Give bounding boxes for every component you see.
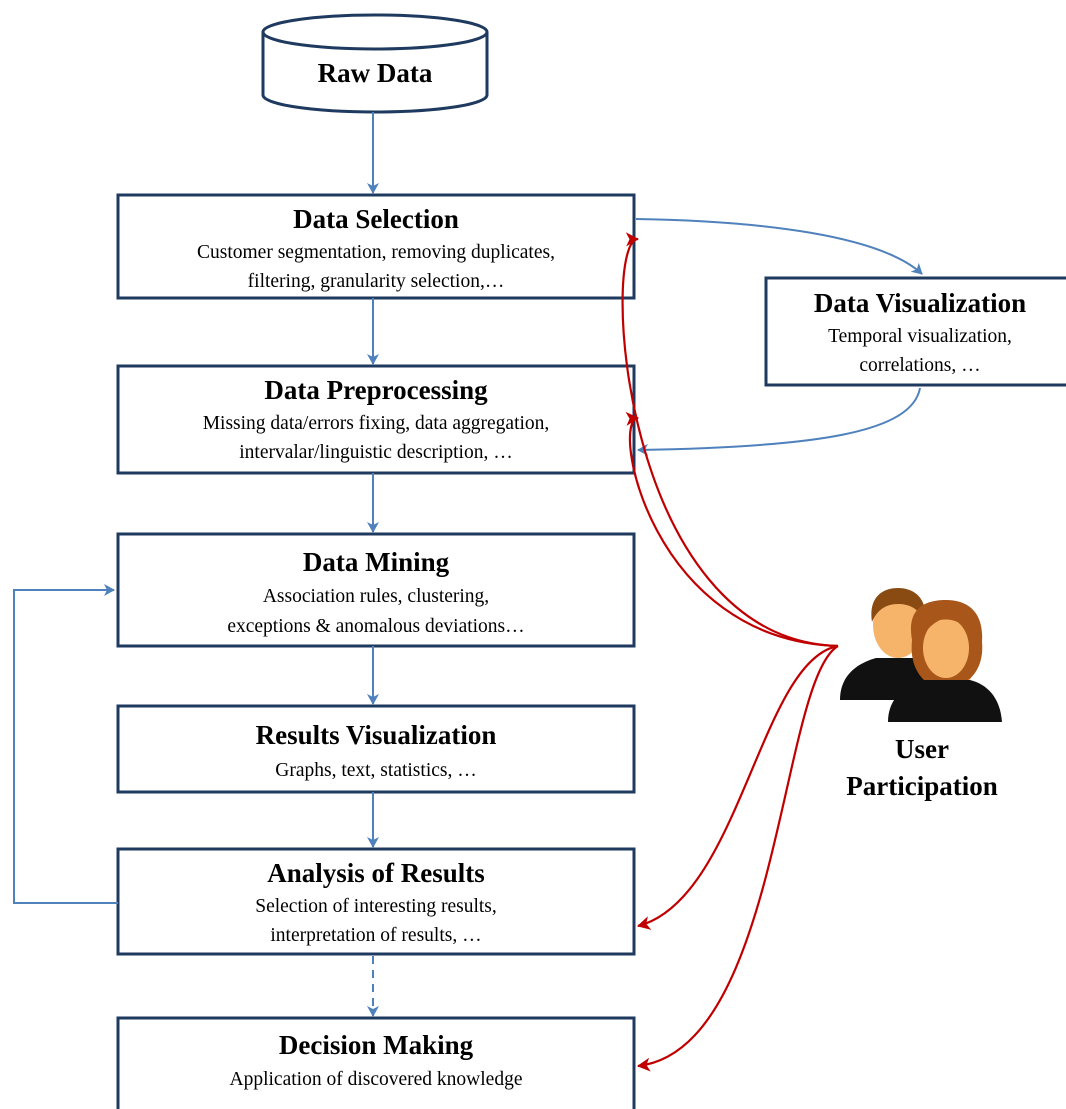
step-title: Analysis of Results — [267, 858, 485, 888]
step-data-selection: Data Selection Customer segmentation, re… — [116, 193, 636, 300]
step-description: Graphs, text, statistics, … — [275, 760, 476, 781]
user-label-line1: User — [895, 734, 949, 764]
user-arrow-data-preprocessing — [625, 411, 839, 648]
step-description: intervalar/linguistic description, … — [239, 442, 512, 463]
step-data-preprocessing: Data Preprocessing Missing data/errors f… — [116, 364, 636, 475]
user-label-line2: Participation — [846, 771, 997, 801]
step-title: Data Selection — [293, 204, 459, 234]
selection-to-visualization-arrow — [635, 218, 923, 275]
step-results-visualization: Results Visualization Graphs, text, stat… — [116, 704, 636, 794]
user-participation-arrows — [621, 232, 839, 1072]
raw-data-label: Raw Data — [318, 58, 433, 88]
step-title: Data Preprocessing — [264, 375, 488, 405]
side-box-data-visualization: Data Visualization Temporal visualizatio… — [764, 276, 1066, 387]
step-description: Selection of interesting results, — [255, 896, 497, 917]
step-title: Data Mining — [303, 547, 450, 577]
feedback-loop-arrow — [13, 584, 118, 904]
step-title: Results Visualization — [256, 720, 497, 750]
step-decision-making: Decision Making Application of discovere… — [116, 1016, 636, 1109]
user-arrow-analysis-of-results — [637, 644, 839, 930]
step-description: Application of discovered knowledge — [230, 1069, 523, 1090]
users-icon — [840, 588, 1002, 722]
user-arrow-decision-making — [637, 645, 839, 1072]
flow-arrows — [13, 112, 923, 1017]
step-description: exceptions & anomalous deviations… — [227, 616, 524, 637]
step-description: filtering, granularity selection,… — [248, 271, 505, 292]
step-description: Association rules, clustering, — [263, 586, 489, 607]
raw-data-node: Raw Data — [261, 13, 489, 114]
user-arrow-data-selection — [621, 232, 839, 648]
step-description: Missing data/errors fixing, data aggrega… — [203, 413, 550, 434]
side-box-description: correlations, … — [859, 355, 980, 376]
visualization-to-preprocessing-arrow — [637, 387, 921, 456]
step-data-mining: Data Mining Association rules, clusterin… — [116, 532, 636, 648]
step-description: Customer segmentation, removing duplicat… — [197, 242, 555, 263]
step-title: Decision Making — [279, 1030, 474, 1060]
step-description: interpretation of results, … — [270, 925, 481, 946]
step-analysis-of-results: Analysis of Results Selection of interes… — [116, 847, 636, 956]
side-box-description: Temporal visualization, — [828, 326, 1012, 347]
side-box-title: Data Visualization — [814, 288, 1026, 318]
